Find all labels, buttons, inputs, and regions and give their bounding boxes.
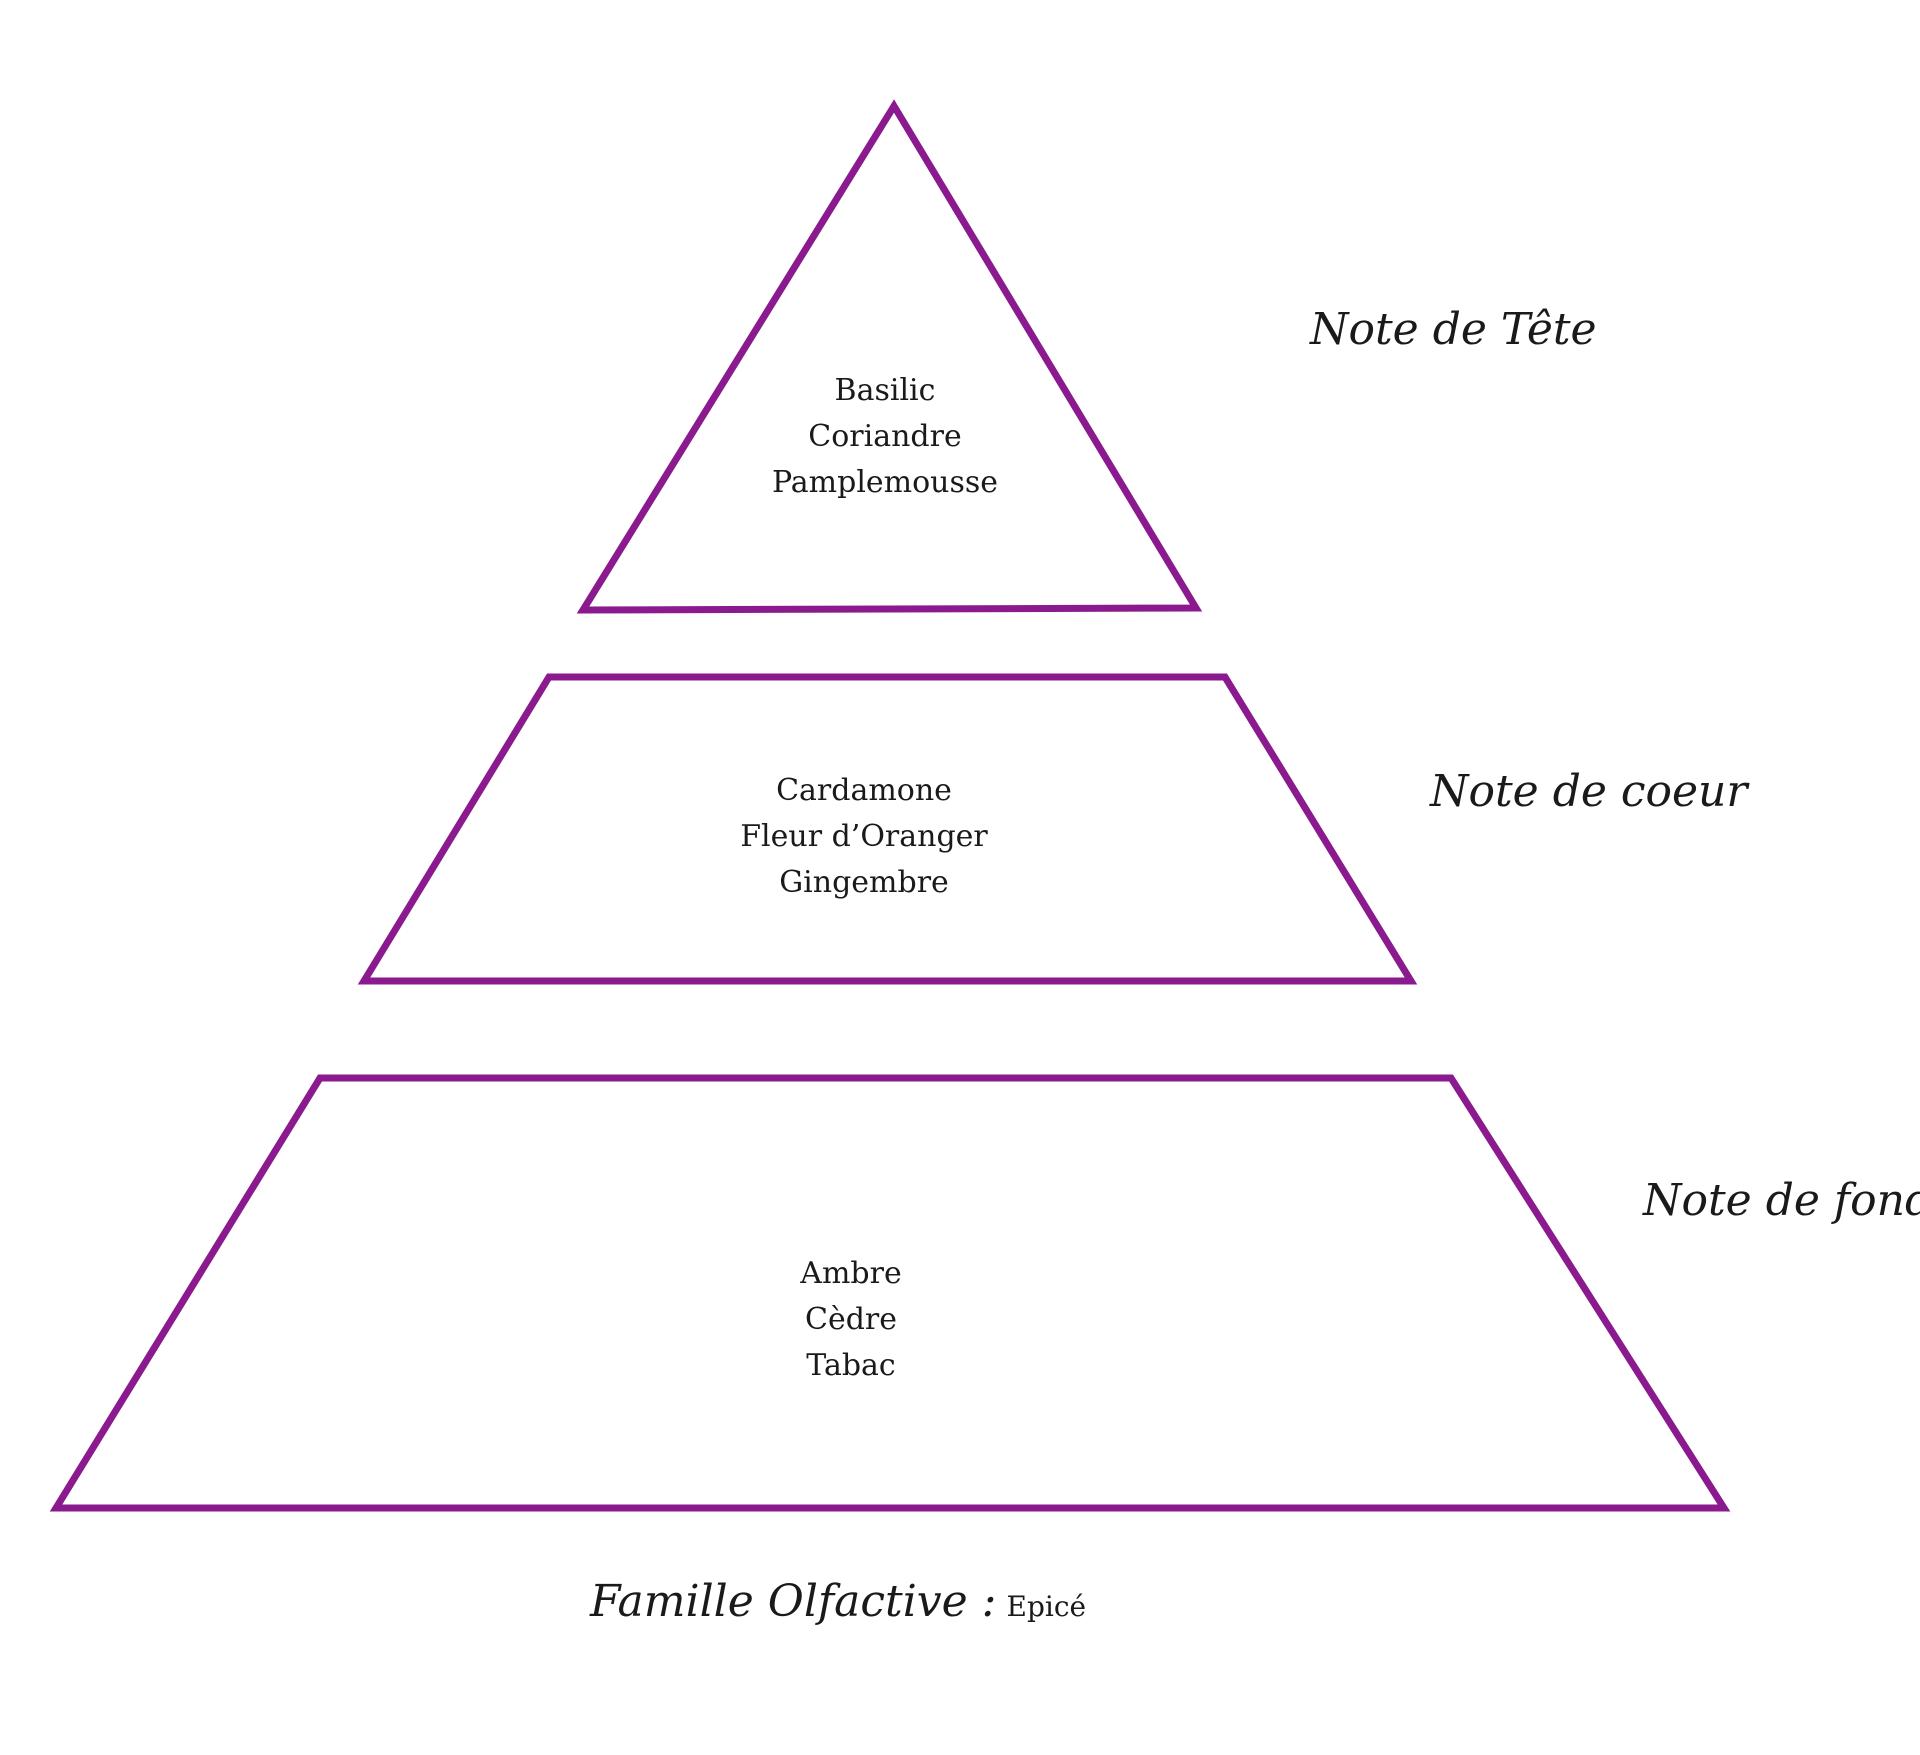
- top-tier-label: Note de Tête: [1309, 304, 1597, 355]
- olfactive-family-caption: Famille Olfactive : Epicé: [589, 1576, 1086, 1627]
- base-tier-label: Note de fond: [1642, 1175, 1920, 1226]
- middle-tier-label: Note de coeur: [1429, 766, 1750, 817]
- base-note-3: Tabac: [806, 1348, 895, 1383]
- top-note-2: Coriandre: [808, 419, 961, 454]
- middle-tier-trapezoid: [357, 673, 1418, 985]
- olfactive-family-label: Famille Olfactive :: [589, 1576, 997, 1627]
- middle-note-2: Fleur d’Oranger: [740, 819, 988, 854]
- middle-note-1: Cardamone: [776, 773, 952, 808]
- middle-note-3: Gingembre: [779, 865, 949, 900]
- base-note-2: Cèdre: [805, 1302, 897, 1337]
- olfactive-family-value: Epicé: [1007, 1590, 1087, 1623]
- top-note-3: Pamplemousse: [772, 465, 998, 500]
- base-note-1: Ambre: [799, 1256, 901, 1291]
- top-note-1: Basilic: [835, 373, 936, 408]
- top-tier-triangle: [576, 99, 1203, 614]
- base-tier-trapezoid: [49, 1074, 1731, 1512]
